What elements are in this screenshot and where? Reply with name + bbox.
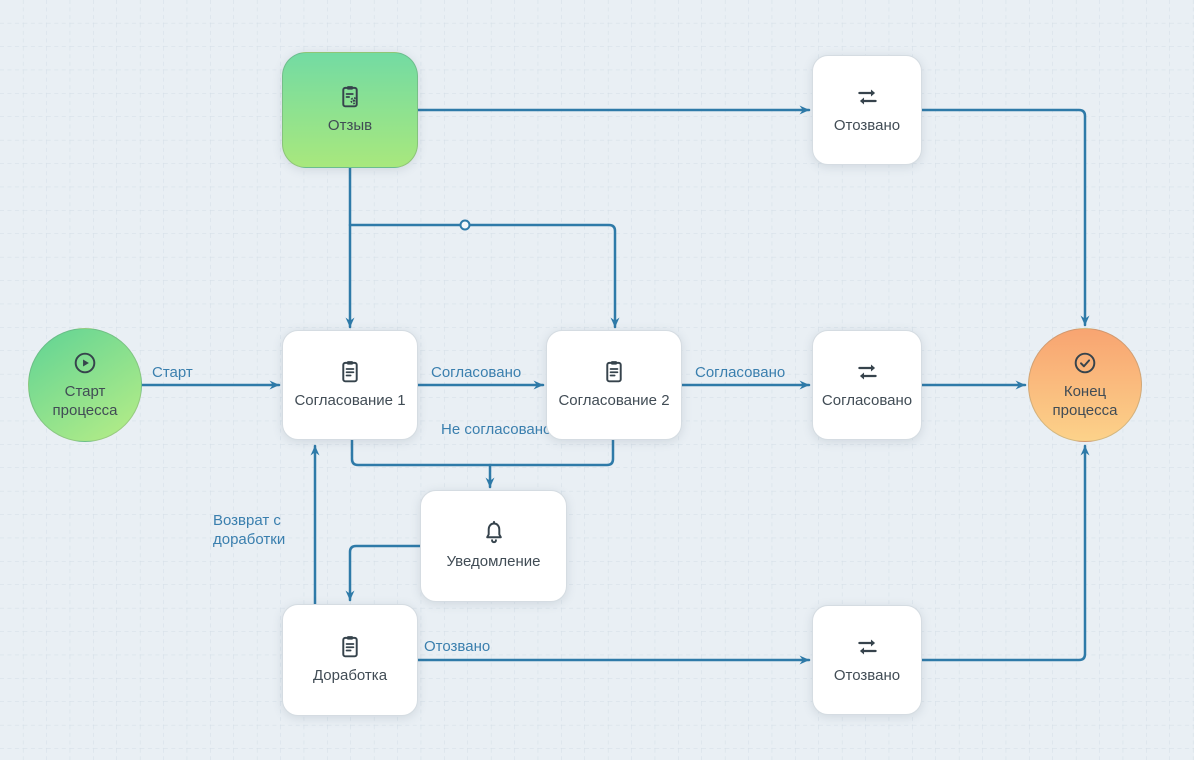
check-circle-icon (1072, 350, 1098, 376)
node-label: Отозвано (833, 117, 901, 135)
node-label: Старт процесса (52, 382, 118, 420)
edge-label-approved-2[interactable]: Согласовано (695, 364, 786, 381)
edge-label-approved-1[interactable]: Согласовано (431, 364, 522, 381)
node-uvedomlenie[interactable]: Уведомление (420, 490, 567, 602)
node-label: Согласование 1 (294, 392, 406, 410)
node-label: Согласовано (821, 392, 913, 410)
node-label: Согласование 2 (558, 392, 670, 410)
edge-label-start[interactable]: Старт (152, 364, 193, 381)
node-label: Уведомление (446, 553, 541, 571)
play-circle-icon (72, 350, 98, 376)
swap-arrows-icon (854, 84, 881, 110)
node-soglasovanie1[interactable]: Согласование 1 (282, 330, 418, 440)
clipboard-gear-icon (337, 84, 363, 110)
node-soglasovanie2[interactable]: Согласование 2 (546, 330, 682, 440)
bell-icon (481, 520, 507, 546)
clipboard-icon (601, 359, 627, 385)
edge-otziv-to-soglasovanie2[interactable] (348, 223, 620, 329)
node-otziv[interactable]: Отзыв (282, 52, 418, 168)
node-label: Доработка (312, 667, 388, 685)
node-dorabotka[interactable]: Доработка (282, 604, 418, 716)
edge-otozvano-top-to-end[interactable] (920, 108, 1090, 327)
edge-label-not-approved[interactable]: Не согласовано (441, 421, 552, 438)
node-label: Конец процесса (1052, 382, 1118, 420)
node-otozvano-bottom[interactable]: Отозвано (812, 605, 922, 715)
edge-label-withdrawn[interactable]: Отозвано (424, 638, 491, 655)
edge-otozvano-bottom-to-end[interactable] (920, 444, 1090, 662)
node-label: Отзыв (327, 117, 373, 135)
node-otozvano-top[interactable]: Отозвано (812, 55, 922, 165)
edge-waypoint-handle[interactable] (459, 219, 471, 231)
swap-arrows-icon (854, 634, 881, 660)
edge-uvedomlenie-to-dorabotka[interactable] (345, 544, 422, 602)
edge-label-return[interactable]: Возврат с доработки (213, 512, 286, 548)
edge-not-approved-merge[interactable] (350, 438, 615, 467)
clipboard-icon (337, 634, 363, 660)
node-soglasovano[interactable]: Согласовано (812, 330, 922, 440)
clipboard-icon (337, 359, 363, 385)
node-start[interactable]: Старт процесса (28, 328, 142, 442)
node-label: Отозвано (833, 667, 901, 685)
node-end[interactable]: Конец процесса (1028, 328, 1142, 442)
swap-arrows-icon (854, 359, 881, 385)
